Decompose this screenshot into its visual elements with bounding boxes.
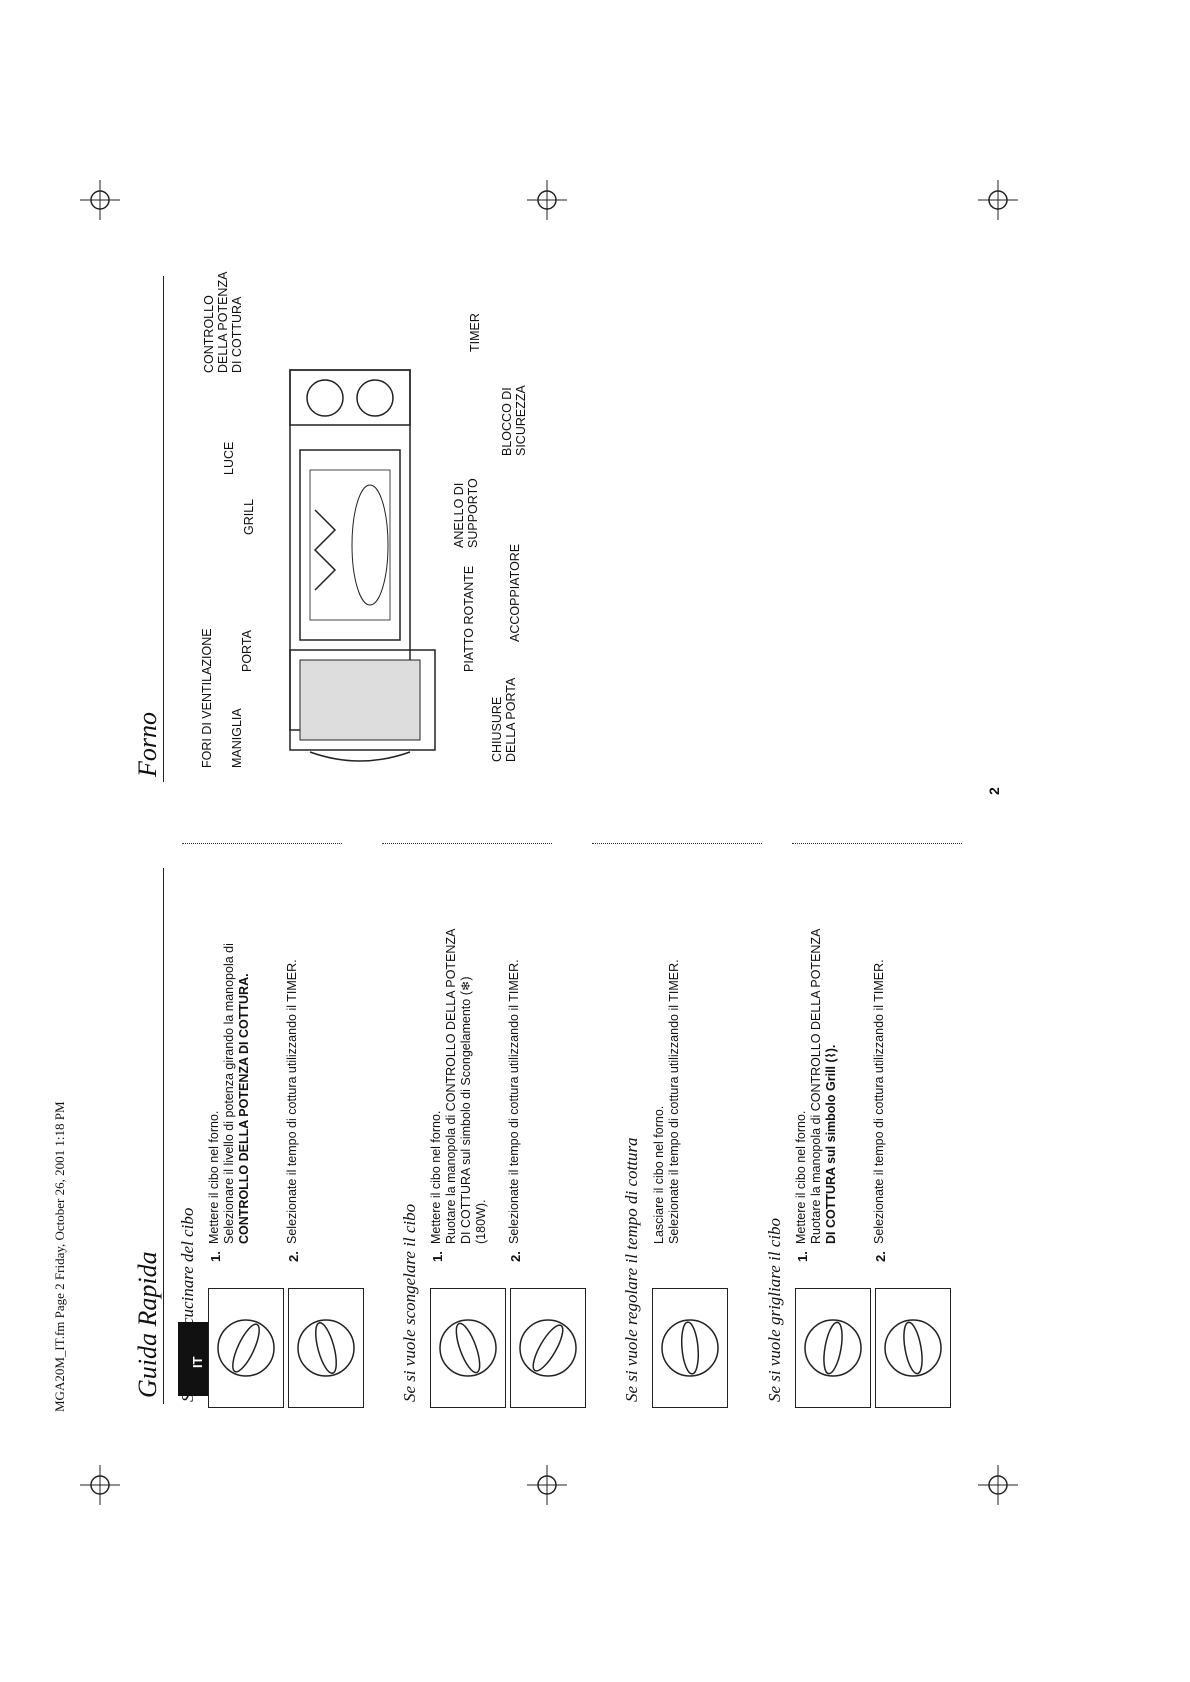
dial-adjust-image: [652, 1288, 728, 1408]
oven-diagram: [289, 369, 436, 762]
dial-defrost-timer-image: [510, 1288, 586, 1408]
label-line: SICUREZZA: [514, 385, 528, 456]
label-porta: PORTA: [240, 630, 254, 672]
step-text: CONTROLLO DELLA POTENZA DI COTTURA.: [237, 973, 251, 1244]
separator: [382, 843, 552, 844]
label-accoppiatore: ACCOPPIATORE: [508, 543, 522, 642]
step-text: Selezionate il tempo di cottura utilizza…: [285, 959, 299, 1244]
step-text: Selezionate il tempo di cottura utilizza…: [872, 959, 886, 1244]
separator: [792, 843, 962, 844]
step-text: Selezionate il tempo di cottura utilizza…: [507, 959, 521, 1244]
label-line: DELLA PORTA: [504, 677, 518, 762]
step-text: Mettere il cibo nel forno.: [207, 1110, 221, 1244]
step-number: 2.: [286, 1251, 301, 1262]
registration-mark-icon: [80, 180, 120, 220]
label-maniglia: MANIGLIA: [230, 708, 244, 768]
page-title-right: Forno: [133, 712, 162, 777]
step-text: Mettere il cibo nel forno.: [794, 1110, 808, 1244]
label-luce: LUCE: [222, 441, 236, 475]
label-line: SUPPORTO: [466, 478, 480, 548]
registration-mark-icon: [978, 180, 1018, 220]
registration-mark-icon: [527, 180, 567, 220]
dial-grill-timer-image: [875, 1288, 951, 1408]
page-number: 2: [986, 787, 1002, 795]
registration-mark-icon: [80, 1465, 120, 1505]
label-fori: FORI DI VENTILAZIONE: [200, 628, 214, 768]
section-heading-defrost: Se si vuole scongelare il cibo: [400, 1203, 419, 1402]
step-text: DI COTTURA sul simbolo di Scongelamento …: [459, 976, 473, 1244]
step-text: Selezionate il tempo di cottura utilizza…: [667, 959, 681, 1244]
label-timer: TIMER: [468, 313, 482, 352]
step-text: Selezionare il livello di potenza girand…: [222, 943, 236, 1244]
step-number: 2.: [508, 1251, 523, 1262]
step-text: Lasciare il cibo nel forno.: [652, 1105, 666, 1244]
label-line: CHIUSURE: [490, 696, 504, 762]
step-number: 1.: [795, 1251, 810, 1262]
step-text: Ruotare la manopola di CONTROLLO DELLA P…: [809, 928, 823, 1244]
section-heading-grill: Se si vuole grigliare il cibo: [765, 1218, 784, 1402]
dial-power-image: [208, 1288, 284, 1408]
dial-timer-image: [288, 1288, 364, 1408]
section-heading-adjust: Se si vuole regolare il tempo di cottura: [622, 1137, 641, 1402]
label-line: ANELLO DI: [452, 482, 466, 548]
label-line: DI COTTURA: [230, 296, 244, 373]
separator: [182, 843, 342, 844]
label-line: CONTROLLO: [202, 295, 216, 373]
registration-mark-icon: [978, 1465, 1018, 1505]
title-rule-right: [163, 276, 164, 782]
dial-defrost-image: [430, 1288, 506, 1408]
label-line: DELLA POTENZA: [216, 271, 230, 373]
page-title-left: Guida Rapida: [133, 1251, 162, 1398]
label-grill: GRILL: [242, 498, 256, 535]
step-text: (180W).: [474, 1199, 488, 1244]
section-heading-cook: Se si vuole cucinare del cibo: [178, 1207, 197, 1402]
step-number: 2.: [873, 1251, 888, 1262]
registration-mark-icon: [527, 1465, 567, 1505]
step-number: 1.: [208, 1251, 223, 1262]
page-header: MGA20M_IT.fm Page 2 Friday, October 26, …: [52, 1101, 67, 1412]
title-rule-left: [163, 868, 164, 1404]
label-line: BLOCCO DI: [500, 387, 514, 456]
step-text: Mettere il cibo nel forno.: [429, 1110, 443, 1244]
separator: [592, 843, 762, 844]
step-text: DI COTTURA sul simbolo Grill (⌇).: [824, 1044, 838, 1244]
label-piatto: PIATTO ROTANTE: [462, 565, 476, 672]
step-text: Ruotare la manopola di CONTROLLO DELLA P…: [444, 928, 458, 1244]
dial-grill-image: [795, 1288, 871, 1408]
step-number: 1.: [430, 1251, 445, 1262]
